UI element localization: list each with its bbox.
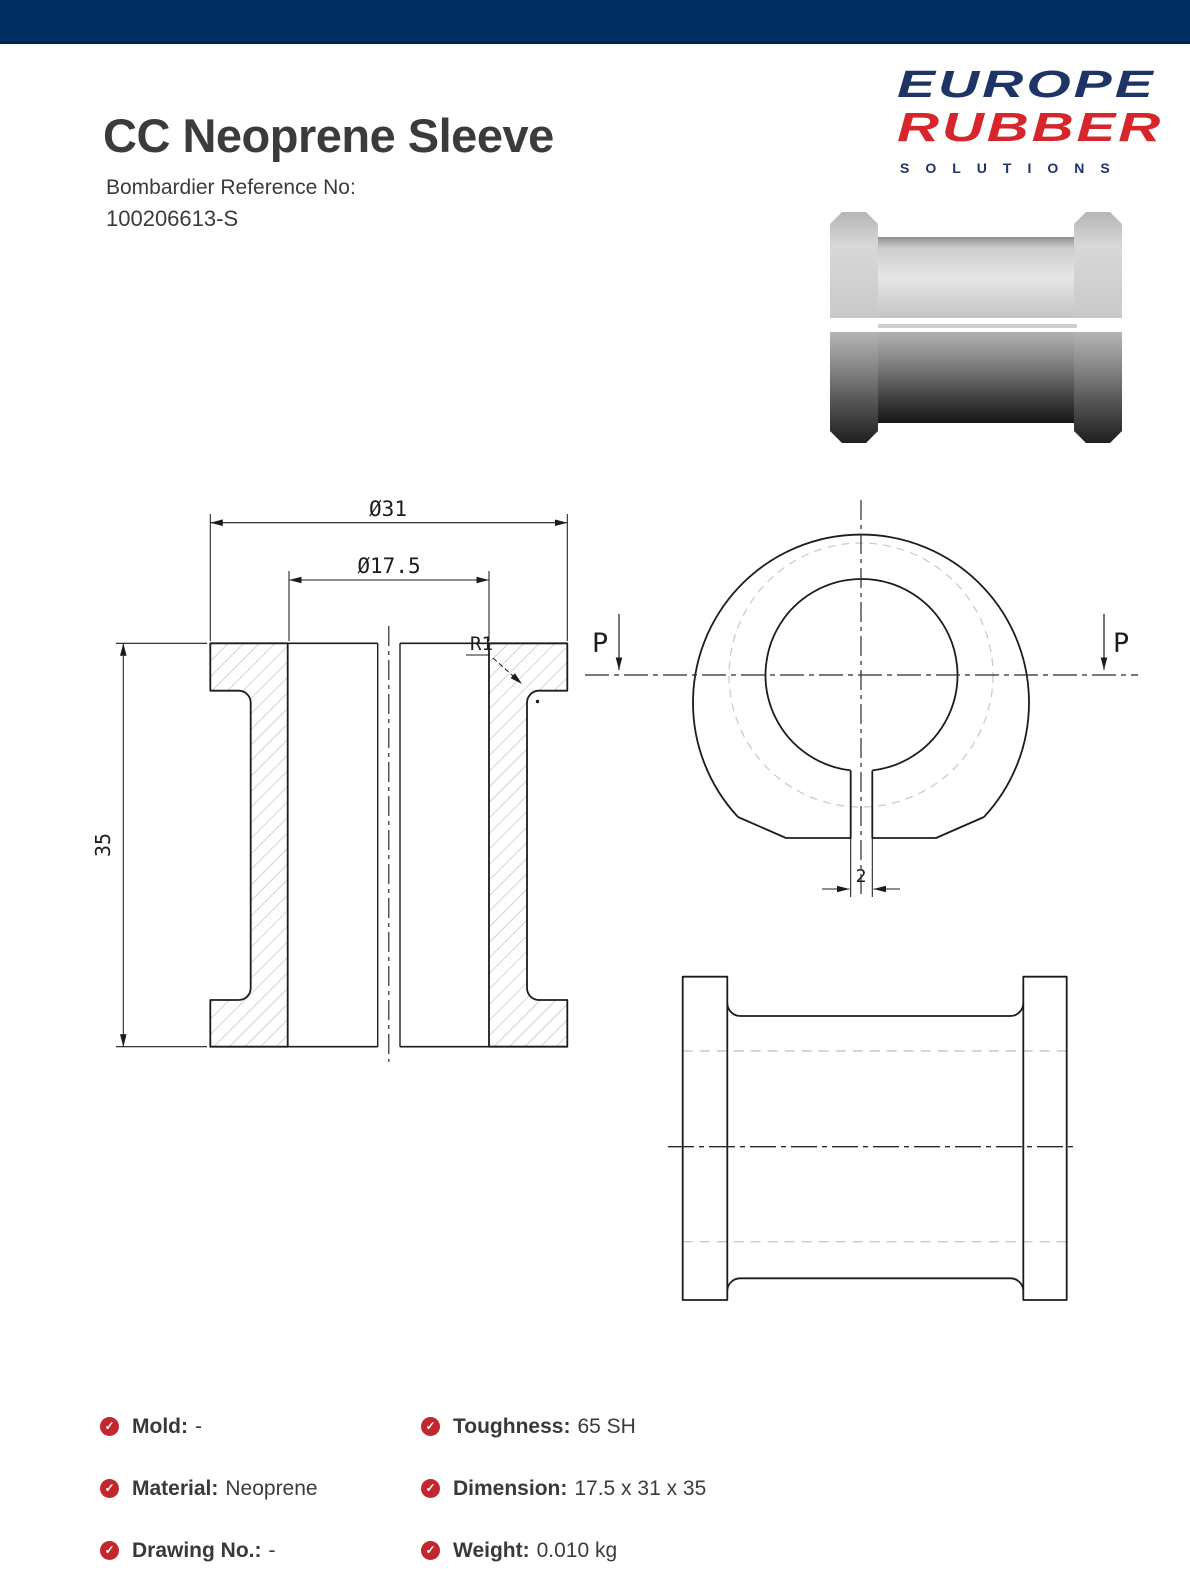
spec-item-toughness: ✓ Toughness:65 SH xyxy=(421,1414,706,1439)
check-icon: ✓ xyxy=(100,1541,119,1560)
section-dimensions xyxy=(116,514,568,1048)
side-barrel-top xyxy=(726,1002,1025,1017)
section-left-profile xyxy=(209,642,289,1048)
section-fillet-dot xyxy=(535,699,540,704)
page-title: CC Neoprene Sleeve xyxy=(103,109,554,162)
reference-label: Bombardier Reference No: xyxy=(106,176,356,199)
check-icon: ✓ xyxy=(421,1417,440,1436)
check-icon: ✓ xyxy=(100,1479,119,1498)
logo-word-rubber: RUBBER xyxy=(897,103,1164,150)
logo-word-europe: EUROPE xyxy=(897,64,1156,106)
section-label-right: P xyxy=(1113,628,1129,659)
side-left-flange xyxy=(681,975,729,1301)
specs-right-column: ✓ Toughness:65 SH ✓ Dimension:17.5 x 31 … xyxy=(421,1414,706,1563)
spec-label: Toughness: xyxy=(453,1414,571,1438)
section-view-drawing: Ø31 Ø17.5 35 R1 xyxy=(91,497,569,1062)
spec-value: Neoprene xyxy=(225,1476,318,1500)
spec-label: Dimension: xyxy=(453,1476,568,1500)
company-logo: EUROPE RUBBER SOLUTIONS xyxy=(897,65,1165,176)
spec-label: Mold: xyxy=(132,1414,188,1438)
dim-bore-diameter-label: Ø17.5 xyxy=(357,554,420,578)
spec-value: - xyxy=(194,1414,202,1438)
check-icon: ✓ xyxy=(421,1541,440,1560)
front-slit-dimension xyxy=(822,838,900,897)
spec-value: 65 SH xyxy=(577,1414,636,1438)
reference-number: 100206613-S xyxy=(106,206,239,231)
spec-label: Weight: xyxy=(453,1538,530,1562)
check-icon: ✓ xyxy=(421,1479,440,1498)
front-section-arrows xyxy=(615,614,1108,670)
spec-item-weight: ✓ Weight:0.010 kg xyxy=(421,1538,706,1563)
spec-item-mold: ✓ Mold:- xyxy=(100,1414,318,1439)
spec-value: 17.5 x 31 x 35 xyxy=(574,1476,707,1500)
side-right-flange xyxy=(1022,975,1068,1301)
spec-label: Material: xyxy=(132,1476,219,1500)
section-bore-edges xyxy=(287,642,568,1048)
side-view-drawing xyxy=(668,975,1078,1301)
spec-label: Drawing No.: xyxy=(132,1538,262,1562)
specs-section: ✓ Mold:- ✓ Material:Neoprene ✓ Drawing N… xyxy=(100,1414,820,1573)
spec-item-material: ✓ Material:Neoprene xyxy=(100,1476,318,1501)
logo-word-solutions: SOLUTIONS xyxy=(900,159,1126,176)
spec-value: 0.010 kg xyxy=(536,1538,618,1562)
side-hidden-bore-lines xyxy=(682,1050,1067,1243)
dim-outer-diameter-label: Ø31 xyxy=(369,497,407,521)
section-label-left: P xyxy=(592,628,608,659)
render-slit-inner-edge xyxy=(878,324,1077,328)
side-outline xyxy=(681,975,1068,1301)
fillet-radius-label: R1 xyxy=(470,633,493,655)
check-icon: ✓ xyxy=(100,1417,119,1436)
front-centerlines xyxy=(585,500,1138,899)
section-right-profile xyxy=(488,642,569,1048)
spec-item-dimension: ✓ Dimension:17.5 x 31 x 35 xyxy=(421,1476,706,1501)
side-barrel-bottom xyxy=(726,1277,1025,1291)
front-view-drawing: P P 2 xyxy=(585,500,1138,899)
specs-left-column: ✓ Mold:- ✓ Material:Neoprene ✓ Drawing N… xyxy=(100,1414,318,1563)
header-bar xyxy=(0,0,1190,44)
product-3d-render xyxy=(828,212,1126,443)
spec-value: - xyxy=(268,1538,276,1562)
dim-height-label: 35 xyxy=(91,833,115,857)
dim-slit-width-label: 2 xyxy=(856,866,867,887)
spec-item-drawing-no: ✓ Drawing No.:- xyxy=(100,1538,318,1563)
